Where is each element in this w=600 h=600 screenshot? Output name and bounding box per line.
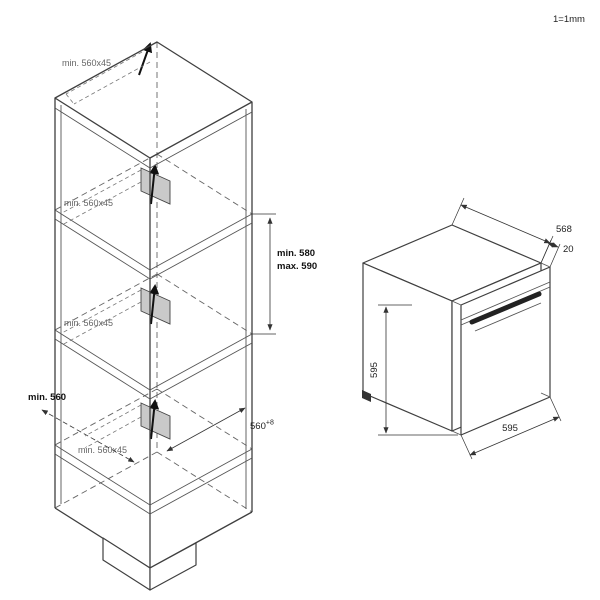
cabinet-drawing: min. 560x45 min. 560x45 min. 560x45 min.… [54,41,253,591]
cabinet-dimensions: min. 580 max. 590 560+8 min. 560 [28,213,317,463]
oven-handle-bracket [474,302,542,332]
cabinet-outline [54,41,253,569]
cabinet-depth-dimension-line [41,409,135,463]
shelf-upper [54,209,253,280]
oven-depth-dimension-line [460,204,551,244]
vent-label-upper: min. 560x45 [64,198,113,208]
oven-overhang-label: 20 [563,244,574,255]
vent-slot-upper [140,167,171,205]
airflow-arrow-top-icon [138,42,153,76]
vent-slot-lower-dashed [84,404,142,449]
oven-handle [469,291,542,325]
vent-slot-middle [140,287,171,325]
oven-overhang-dimension-line [547,242,559,248]
scale-note: 1=1mm [553,14,585,25]
vent-label-top: min. 560x45 [62,58,111,68]
oven-depth-label: 568 [556,224,572,235]
cabinet-depth-label: min. 560 [28,392,66,403]
vent-slot-upper-dashed [61,169,142,226]
vent-slot-top-dashed [65,51,151,105]
oven-drawing [362,224,551,436]
oven-width-dimension-line [469,416,560,456]
oven-door-connectors [451,262,551,436]
airflow-arrow-upper-icon [149,164,160,205]
niche-width-dimension-line [166,407,246,452]
oven-width-label: 595 [502,423,518,434]
plinth-left [102,537,151,591]
niche-height-min-label: min. 580 [277,248,315,259]
shelf-lower [54,444,253,515]
plinth-right [149,542,197,591]
niche-width-label: 560+8 [250,420,274,433]
vent-slot-middle-dashed [61,289,142,346]
oven-foot [362,390,371,402]
oven-height-extension-lines [378,304,458,436]
airflow-arrow-middle-icon [149,284,160,325]
oven-height-label: 595 [369,362,380,378]
oven-dimensions: 568 20 595 595 [369,197,574,460]
niche-height-max-label: max. 590 [277,261,317,272]
shelf-middle [54,329,253,400]
cabinet-hidden-back-edge [54,42,253,513]
vent-slot-lower [140,402,171,440]
niche-height-extension-lines [252,213,276,335]
airflow-arrow-lower-icon [149,399,160,440]
vent-label-middle: min. 560x45 [64,318,113,328]
